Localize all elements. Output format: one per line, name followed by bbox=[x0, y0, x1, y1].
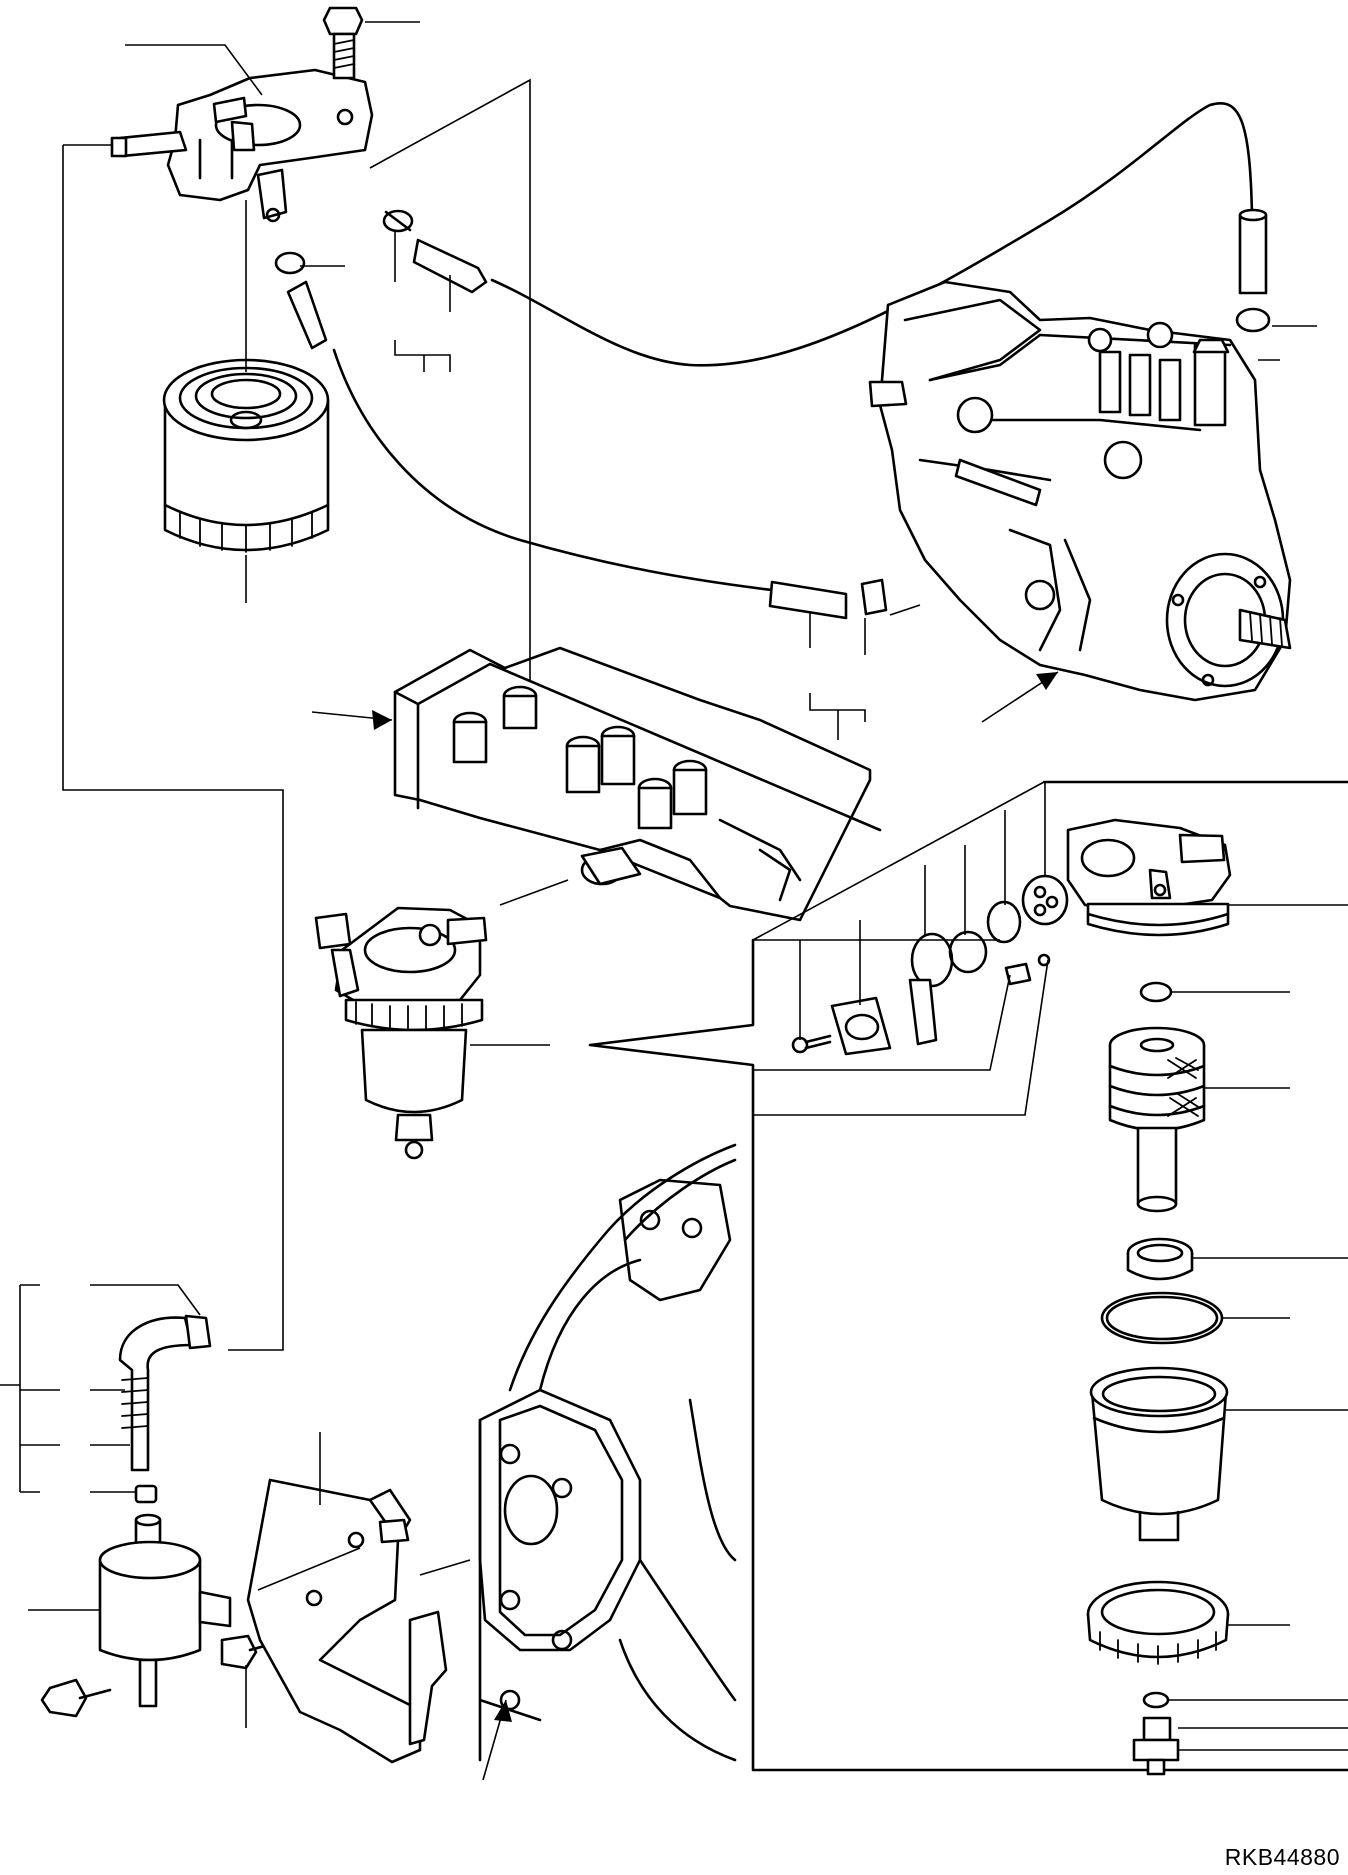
exploded-bolt bbox=[1004, 953, 1051, 986]
detail-separator-head bbox=[1066, 818, 1232, 937]
hose-clamp bbox=[134, 1484, 158, 1504]
detail-box-frame bbox=[588, 780, 1348, 1772]
exploded-screw bbox=[791, 1034, 832, 1054]
detail-retaining-ring bbox=[1086, 1580, 1230, 1665]
drawing-code: RKB44880 bbox=[1224, 1844, 1340, 1870]
detail-filter-element bbox=[1108, 1026, 1206, 1213]
detail-oring-large bbox=[1100, 1291, 1224, 1345]
detail-bowl bbox=[1089, 1366, 1229, 1542]
mounting-bolt bbox=[322, 6, 364, 80]
elbow-fitting bbox=[860, 578, 888, 616]
flywheel-housing bbox=[478, 1143, 737, 1762]
electric-fuel-pump bbox=[98, 1513, 232, 1708]
fuel-line-return bbox=[490, 102, 1254, 367]
pump-mount-bolt bbox=[40, 1678, 112, 1718]
fuel-injection-pump bbox=[868, 280, 1292, 702]
detail-drain-oring bbox=[1142, 1691, 1170, 1709]
spin-on-filter-cartridge bbox=[162, 358, 330, 553]
hose-segment bbox=[286, 280, 328, 350]
detail-ring bbox=[1126, 1237, 1194, 1281]
detail-oring-small bbox=[1139, 981, 1173, 1003]
hose-clamp bbox=[382, 209, 414, 233]
fuel-line-supply bbox=[332, 348, 774, 592]
filter-head-assembly bbox=[110, 68, 374, 223]
hose-segment bbox=[768, 580, 848, 620]
arrow-heads bbox=[372, 672, 1058, 1722]
exploded-cock-valve bbox=[908, 932, 954, 1046]
exploded-plate bbox=[1021, 874, 1069, 926]
water-separator-assembly bbox=[314, 906, 488, 1160]
hose-clamp bbox=[274, 251, 306, 275]
mounting-bracket bbox=[246, 1478, 448, 1764]
intake-manifold bbox=[393, 646, 882, 922]
detail-drain-plug bbox=[1132, 1716, 1180, 1776]
exploded-oring bbox=[948, 900, 1022, 974]
fuel-hose-corrugated bbox=[118, 1314, 212, 1472]
hose-segment bbox=[1238, 208, 1268, 295]
hose-segment bbox=[412, 238, 488, 294]
exploded-gasket bbox=[830, 996, 892, 1056]
hose-clamp bbox=[1235, 307, 1271, 333]
leader-lines bbox=[0, 21, 1348, 1781]
